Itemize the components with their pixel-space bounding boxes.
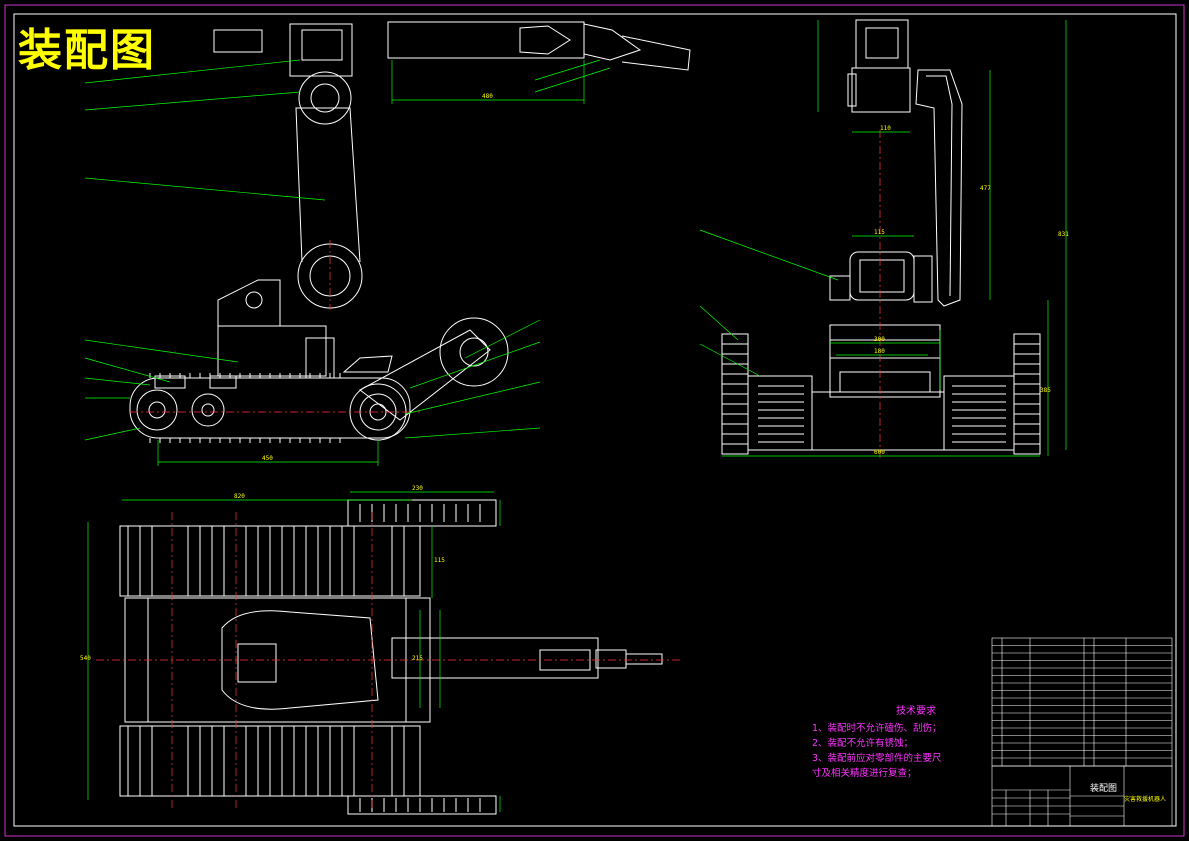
top-gripper: [595, 649, 627, 669]
dim-side-base: 450: [262, 455, 273, 462]
drawing-title: 装配图: [18, 25, 156, 76]
side-upper-arm-block: [289, 23, 353, 77]
tech-requirement-1: 1、装配时不允许磕伤、刮伤；: [812, 723, 942, 734]
dim-front-top: 110: [880, 125, 891, 132]
side-gripper: [583, 23, 642, 61]
side-wheel-mid: [191, 393, 225, 427]
top-flipper-upper: [347, 499, 497, 527]
side-upper-arm: [387, 21, 585, 59]
dim-front-height-3: 385: [1040, 387, 1051, 394]
front-chassis: [829, 324, 941, 398]
title-block-subtitle: 灾害救援机器人: [1124, 796, 1167, 803]
sheet-border: [4, 4, 1185, 837]
dim-side-arm: 480: [482, 93, 493, 100]
side-track-teeth: [149, 373, 341, 443]
dim-front-height-1: 477: [980, 185, 991, 192]
title-block-frame: [991, 765, 1173, 827]
dim-front-mid: 115: [874, 229, 885, 236]
frame-border: [13, 13, 1177, 827]
front-arm-link: [915, 69, 963, 307]
side-track-body: [129, 377, 411, 439]
title-block-name: 装配图: [1090, 784, 1118, 794]
dim-top-side: 115: [434, 557, 445, 564]
dim-front-width: 600: [874, 449, 885, 456]
side-elbow-joint: [298, 71, 352, 125]
side-flipper: [359, 329, 491, 421]
dim-front-height-2: 831: [1058, 231, 1069, 238]
top-arm: [391, 637, 599, 679]
tech-requirement-4: 寸及相关精度进行复查；: [812, 768, 917, 779]
side-wheel-front: [136, 389, 178, 431]
side-lower-arm: [295, 107, 361, 263]
dim-top-mid: 215: [412, 655, 423, 662]
dim-top-length: 820: [234, 493, 245, 500]
parts-list: [991, 637, 1173, 767]
tech-requirement-2: 2、装配不允许有锈蚀；: [812, 738, 914, 749]
side-body: [217, 325, 327, 377]
side-flipper-wheel: [439, 317, 509, 387]
top-view: [119, 499, 663, 815]
top-turret: [221, 610, 379, 710]
dim-top-width: 540: [80, 655, 91, 662]
tech-requirement-3: 3、装配前应对零部件的主要尺: [812, 753, 942, 764]
dim-front-inner-2: 180: [874, 348, 885, 355]
front-head: [855, 19, 909, 69]
dim-top-small: 230: [412, 485, 423, 492]
side-view: [129, 21, 691, 443]
top-flipper-lower: [347, 795, 497, 815]
side-leaders: [84, 59, 611, 441]
dim-front-inner-1: 300: [874, 336, 885, 343]
front-leaders: [699, 20, 1067, 457]
tech-requirements-heading: 技术要求: [896, 706, 936, 717]
front-view: [721, 19, 1041, 455]
